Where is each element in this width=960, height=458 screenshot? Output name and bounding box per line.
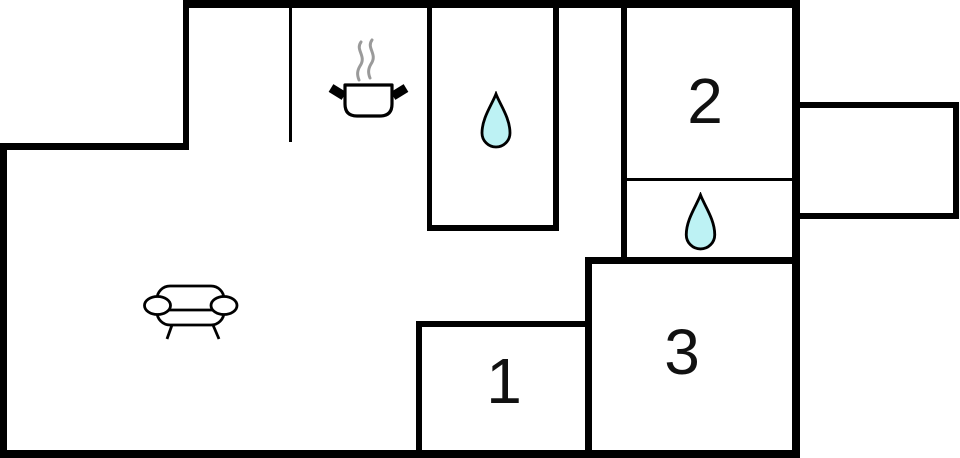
room-3-left-wall	[585, 257, 592, 450]
room-1-top-wall	[416, 321, 591, 327]
annex-room	[792, 102, 959, 219]
water-drop-icon	[684, 192, 717, 251]
outer-wall-top	[183, 0, 800, 8]
outer-wall-step	[0, 143, 189, 150]
room-3-label: 3	[664, 316, 700, 388]
room-2-label: 2	[687, 65, 723, 137]
sofa-icon	[143, 284, 239, 340]
center-bathroom-bottom-wall	[427, 225, 559, 231]
room-1-left-wall	[416, 321, 422, 450]
center-bathroom-left-wall	[427, 8, 432, 231]
center-bathroom-right-wall	[553, 8, 559, 231]
outer-wall-upper-left	[183, 0, 189, 150]
water-drop-icon	[480, 91, 512, 149]
cooking-pot-icon	[328, 38, 409, 118]
room-2-left-wall	[621, 8, 627, 264]
outer-wall-bottom	[0, 450, 800, 458]
steam-icon	[356, 40, 364, 82]
outer-wall-right	[792, 0, 800, 458]
room-2-bottom-wall	[621, 178, 792, 181]
kitchen-divider-wall	[289, 8, 292, 142]
outer-wall-left	[0, 143, 7, 458]
steam-icon	[367, 38, 375, 80]
room-1-label: 1	[486, 345, 522, 417]
room-3-top-wall	[585, 257, 792, 264]
